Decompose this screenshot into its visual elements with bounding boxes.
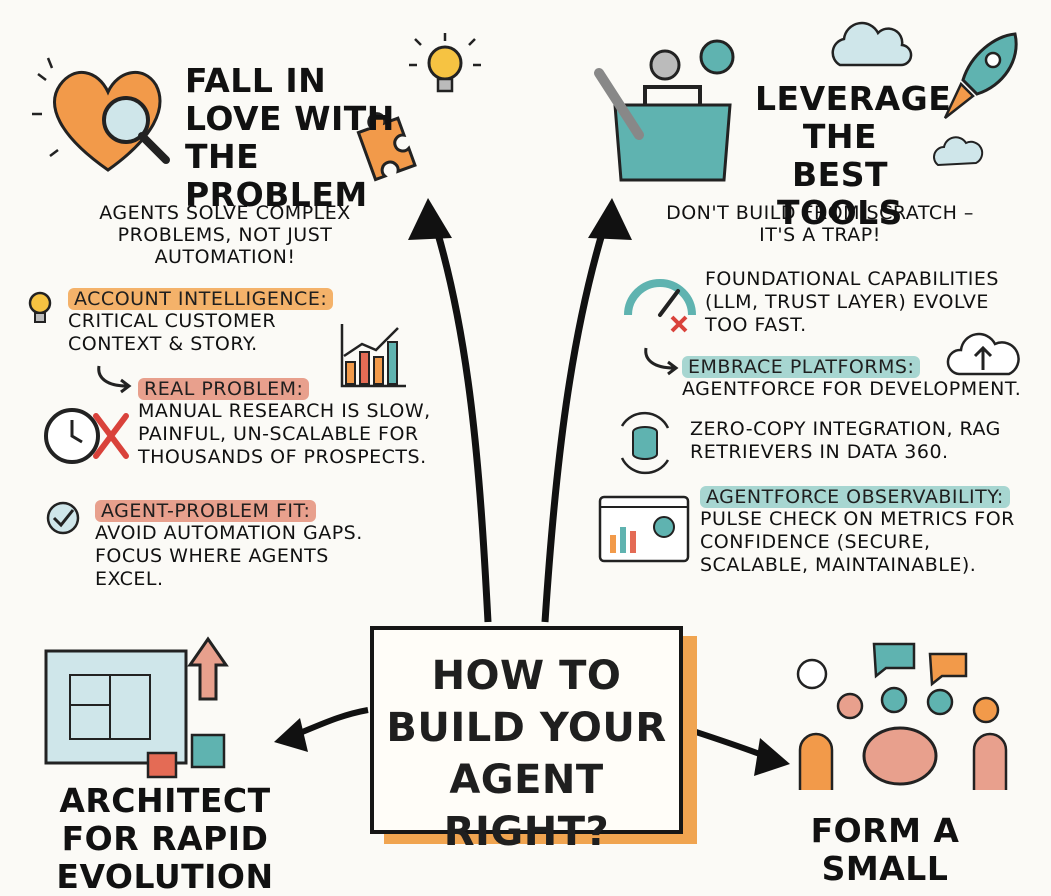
- agent-problem-fit-label: Agent-Problem Fit:: [95, 500, 317, 522]
- turn-arrow-right-icon: [644, 347, 679, 376]
- agentforce-observability-text: Pulse check on metrics for confidence (s…: [700, 508, 1015, 576]
- left-section-title: Fall in love with the problem: [185, 61, 395, 214]
- real-problem-item: Real Problem: Manual research is slow, p…: [138, 378, 438, 469]
- account-intelligence-label: Account Intelligence:: [68, 288, 334, 310]
- clock-cross-icon: [44, 408, 129, 464]
- account-intelligence-text: Critical customer context & story.: [68, 310, 277, 355]
- right-section-title: Leverage the best tools: [755, 79, 952, 232]
- account-intelligence-item: Account Intelligence: Critical customer …: [68, 288, 368, 356]
- real-problem-text: Manual research is slow, painful, un-sca…: [138, 400, 431, 468]
- embrace-platforms-text: Agentforce for development.: [682, 378, 1022, 400]
- team-brain-icon: [796, 642, 1008, 790]
- bar-chart-icon: [340, 324, 406, 388]
- embrace-platforms-label: Embrace Platforms:: [682, 356, 921, 378]
- zero-copy-text: Zero-copy integration, RAG retrievers in…: [690, 418, 1001, 463]
- embrace-platforms-item: Embrace Platforms: Agentforce for develo…: [682, 356, 1042, 401]
- speedometer-icon: [624, 279, 696, 333]
- blueprint-icon: [44, 636, 229, 779]
- agent-problem-fit-text: Avoid automation gaps. Focus where agent…: [95, 522, 363, 590]
- agentforce-observability-item: Agentforce Observability: Pulse check on…: [700, 486, 1040, 577]
- agent-problem-fit-item: Agent-Problem Fit: Avoid automation gaps…: [95, 500, 415, 591]
- right-section-subtitle: Don't build from scratch – it's a trap!: [666, 202, 974, 246]
- bottom-left-title: Architect for rapid evolution: [56, 781, 274, 896]
- left-section-subtitle: Agents solve complex problems, not just …: [99, 202, 351, 268]
- cloud-icon: [831, 21, 913, 67]
- rocket-icon: [943, 32, 1018, 119]
- checkmark-icon: [46, 501, 80, 535]
- bottom-right-title: Form a small: [810, 811, 960, 888]
- real-problem-label: Real Problem:: [138, 378, 310, 400]
- lightbulb-small-icon: [28, 291, 52, 323]
- cloud-upload-icon: [946, 332, 1020, 376]
- central-question-box: How to build your agent right?: [370, 626, 683, 855]
- dashboard-icon: [598, 495, 690, 563]
- puzzle-piece-icon: [356, 112, 417, 182]
- toolbox-icon: [594, 39, 735, 182]
- central-question-title: How to build your agent right?: [386, 653, 667, 855]
- heart-magnifier-icon: [32, 57, 170, 172]
- agentforce-observability-label: Agentforce Observability:: [700, 486, 1010, 508]
- database-sync-icon: [620, 411, 670, 475]
- lightbulb-icon: [409, 33, 481, 93]
- connector-arrows: [274, 198, 790, 776]
- foundational-capabilities-text: Foundational capabilities (LLM, Trust La…: [705, 268, 999, 336]
- smoke-cloud-icon: [933, 136, 984, 167]
- turn-arrow-icon: [97, 365, 132, 394]
